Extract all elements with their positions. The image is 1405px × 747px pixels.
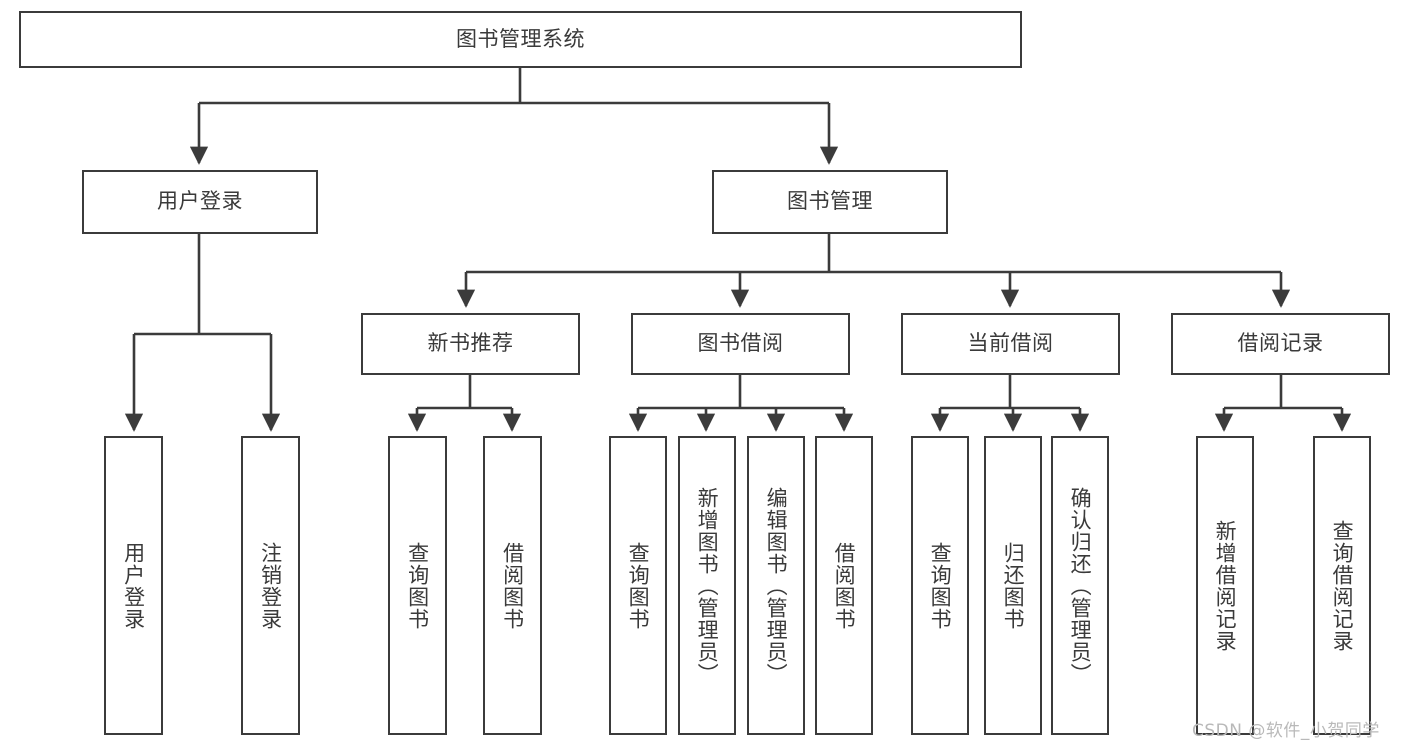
leaf-book-borrow-edit[interactable]: 编辑图书（管理员）: [747, 436, 805, 735]
leaf-borrow-record-query[interactable]: 查询借阅记录: [1313, 436, 1371, 735]
leaf-label: 归还图书: [1001, 541, 1026, 630]
node-new-book-recommend[interactable]: 新书推荐: [361, 313, 580, 375]
leaf-current-borrow-query[interactable]: 查询图书: [911, 436, 969, 735]
node-borrow-record-label: 借阅记录: [1237, 331, 1324, 356]
node-new-book-recommend-label: 新书推荐: [427, 331, 514, 356]
leaf-borrow-record-add[interactable]: 新增借阅记录: [1196, 436, 1254, 735]
node-borrow-record[interactable]: 借阅记录: [1171, 313, 1390, 375]
leaf-label: 新增借阅记录: [1213, 519, 1238, 652]
leaf-new-book-borrow[interactable]: 借阅图书: [483, 436, 542, 735]
leaf-label: 借阅图书: [832, 541, 857, 630]
node-book-borrow[interactable]: 图书借阅: [631, 313, 850, 375]
node-book-management-label: 图书管理: [787, 189, 873, 214]
node-user-login[interactable]: 用户登录: [82, 170, 318, 234]
leaf-label: 借阅图书: [500, 541, 525, 630]
leaf-label: 用户登录: [121, 541, 146, 630]
leaf-current-borrow-confirm[interactable]: 确认归还（管理员）: [1051, 436, 1109, 735]
leaf-label: 新增图书（管理员）: [695, 486, 720, 685]
leaf-label: 确认归还（管理员）: [1068, 486, 1093, 685]
leaf-book-borrow-query[interactable]: 查询图书: [609, 436, 667, 735]
node-user-login-label: 用户登录: [157, 189, 243, 214]
node-current-borrow[interactable]: 当前借阅: [901, 313, 1120, 375]
leaf-user-login-login[interactable]: 用户登录: [104, 436, 163, 735]
node-current-borrow-label: 当前借阅: [967, 331, 1054, 356]
leaf-label: 查询图书: [405, 541, 430, 630]
leaf-current-borrow-return[interactable]: 归还图书: [984, 436, 1042, 735]
leaf-label: 查询图书: [928, 541, 953, 630]
node-book-management[interactable]: 图书管理: [712, 170, 948, 234]
leaf-label: 查询借阅记录: [1330, 519, 1355, 652]
node-book-borrow-label: 图书借阅: [697, 331, 784, 356]
leaf-user-login-logout[interactable]: 注销登录: [241, 436, 300, 735]
node-root-label: 图书管理系统: [456, 26, 585, 51]
leaf-label: 查询图书: [626, 541, 651, 630]
leaf-new-book-query[interactable]: 查询图书: [388, 436, 447, 735]
leaf-label: 编辑图书（管理员）: [764, 486, 789, 685]
leaf-book-borrow-add[interactable]: 新增图书（管理员）: [678, 436, 736, 735]
leaf-label: 注销登录: [258, 541, 283, 630]
leaf-book-borrow-borrow[interactable]: 借阅图书: [815, 436, 873, 735]
node-root[interactable]: 图书管理系统: [19, 11, 1022, 68]
